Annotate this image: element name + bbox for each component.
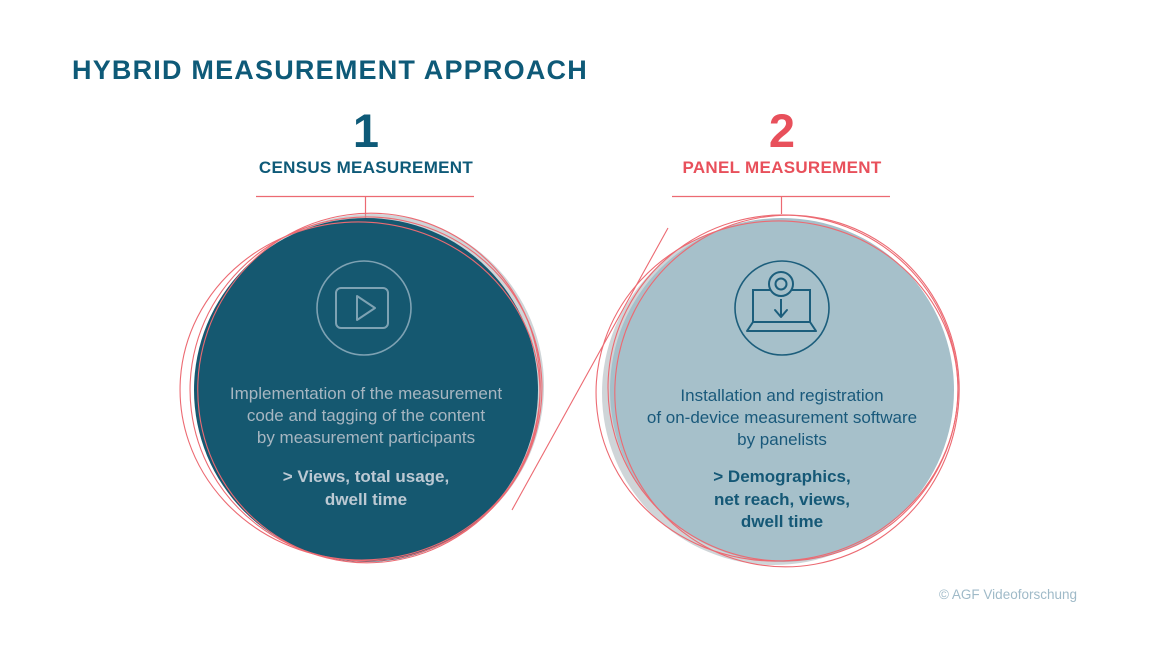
panel-header-rule — [672, 195, 890, 214]
census-sketch-ellipse — [197, 212, 541, 564]
laptop-download-icon — [734, 260, 830, 356]
slide-title: HYBRID MEASUREMENT APPROACH — [72, 55, 588, 85]
census-circle — [194, 214, 544, 562]
census-description: Implementation of the measurement code a… — [229, 384, 503, 447]
panel-step-number: 2 — [768, 104, 796, 157]
panel-header: 2 PANEL MEASUREMENT — [602, 106, 962, 178]
video-player-icon — [316, 260, 412, 356]
census-step-label: CENSUS MEASUREMENT — [258, 158, 474, 177]
census-sketch-ellipse — [189, 216, 543, 562]
panel-circle — [602, 218, 954, 565]
panel-sketch-ellipse — [595, 220, 959, 562]
census-circle-fill — [194, 218, 538, 562]
panel-circle-fill — [610, 218, 954, 562]
sketch-connector-line — [511, 227, 669, 511]
sketch-strokes — [179, 212, 960, 568]
panel-step-label: PANEL MEASUREMENT — [682, 158, 882, 177]
panel-metrics: > Demographics, net reach, views, dwell … — [713, 467, 851, 531]
census-metrics: > Views, total usage, dwell time — [282, 467, 450, 509]
panel-sketch-ellipse — [614, 214, 960, 568]
copyright-note: © AGF Videoforschung — [938, 587, 1077, 602]
census-header: 1 CENSUS MEASUREMENT — [186, 106, 546, 178]
census-step-number: 1 — [352, 104, 380, 157]
panel-description: Installation and registration of on-devi… — [646, 386, 918, 449]
